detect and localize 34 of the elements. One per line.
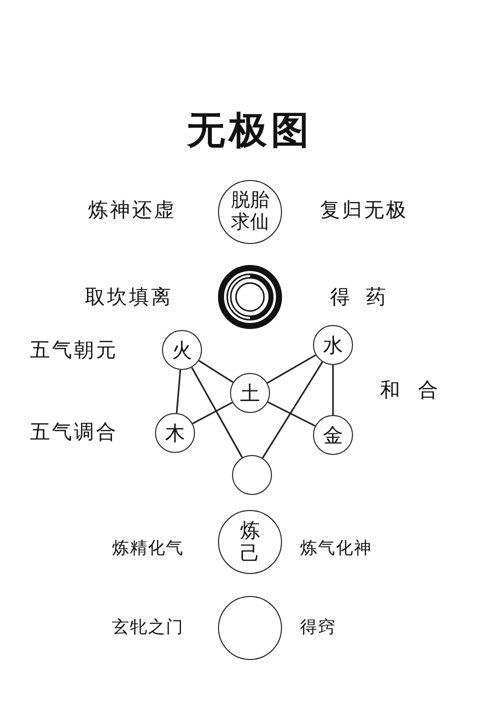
circle-label: 水: [322, 334, 344, 356]
circle: [162, 330, 202, 370]
connector-line: [332, 365, 334, 415]
side-text: 得窍: [300, 616, 336, 638]
side-text: 得药: [330, 284, 402, 310]
side-text: 炼神还虚: [88, 196, 176, 224]
side-text: 玄牝之门: [112, 616, 184, 638]
connector-line: [267, 401, 316, 427]
connector-line: [191, 367, 243, 458]
circle-label: 炼己: [239, 519, 261, 565]
connector-line: [176, 370, 182, 414]
circle-label: 脱胎求仙: [230, 190, 270, 234]
circle: [155, 413, 195, 453]
circle-label: 金: [322, 424, 344, 446]
side-text: 炼气化神: [300, 538, 372, 560]
circle-label: 火: [171, 338, 193, 362]
side-text: 五气朝元: [30, 336, 118, 364]
diagram-title: 无极图: [186, 106, 314, 154]
connector-line: [262, 362, 324, 458]
connector-line: [198, 360, 234, 383]
connector-line: [266, 354, 316, 384]
side-text: 五气调合: [30, 418, 118, 446]
side-text: 取坎填离: [85, 284, 173, 310]
circle-label: 土: [239, 382, 261, 404]
connector-line: [192, 402, 233, 424]
circle-label: 木: [164, 422, 186, 444]
side-text: 复归无极: [320, 196, 408, 224]
side-text: 和合: [380, 376, 456, 404]
circle: [230, 373, 270, 413]
circle: [313, 415, 353, 455]
concentric-rings-symbol: [218, 265, 282, 329]
circle: [313, 325, 353, 365]
side-text: 炼精化气: [112, 538, 184, 560]
circle: [232, 455, 272, 495]
